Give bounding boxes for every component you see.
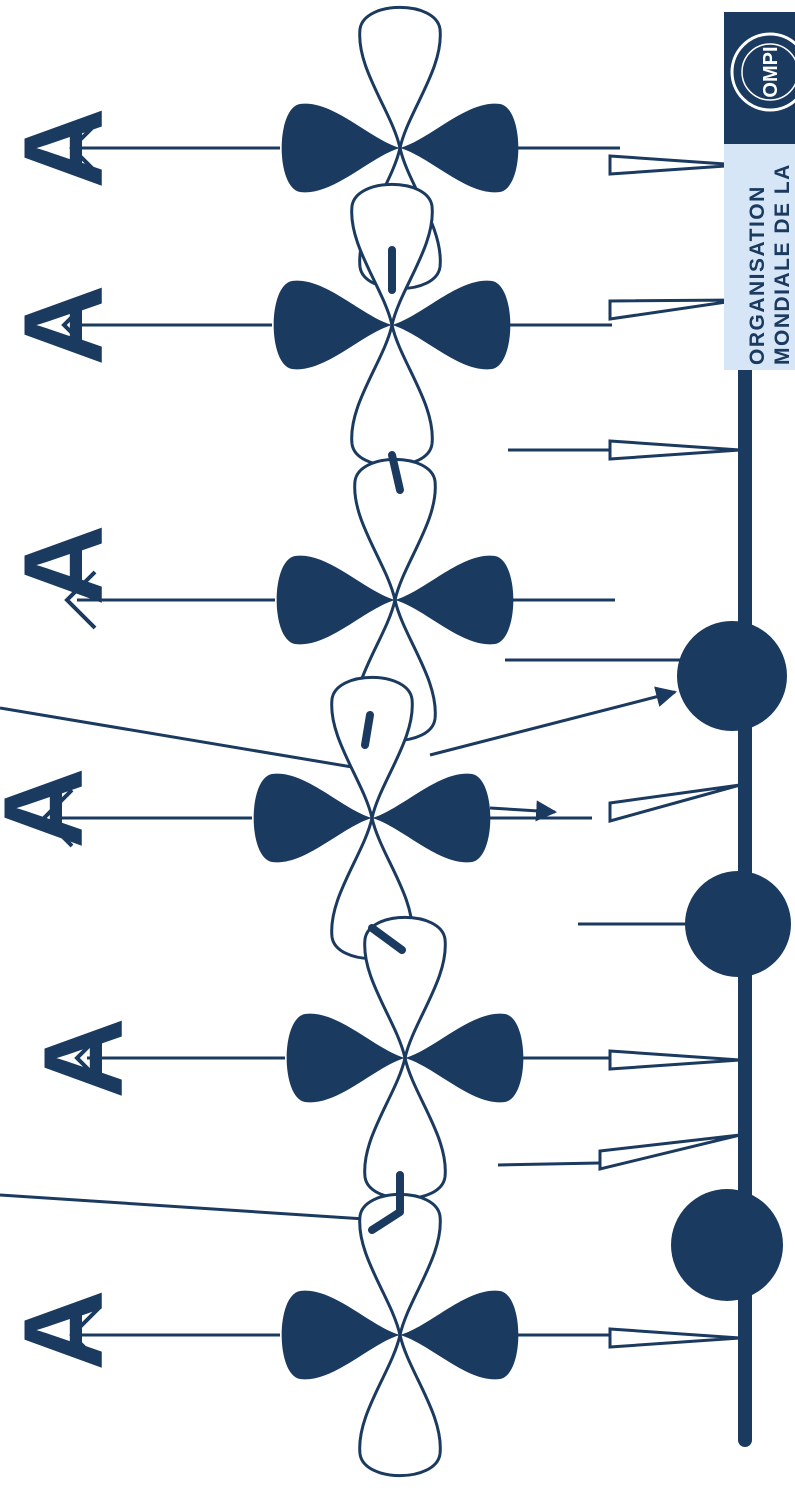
p-orbital-icon <box>64 457 615 743</box>
bond-tick <box>368 1208 404 1234</box>
organization-logo: OMPI ORGANISATION MONDIALE DE LA <box>724 12 795 370</box>
wedge-bond-icon <box>598 1133 741 1171</box>
wedge-bond-icon <box>608 783 741 823</box>
wedge-bond-icon <box>608 298 741 321</box>
orbital-label-a: A <box>1 108 126 189</box>
bond-tick <box>361 711 374 749</box>
wedge-bond-icon <box>608 1049 741 1071</box>
dot-node <box>685 871 791 977</box>
wedge-bond-icon <box>608 439 741 461</box>
logo-text-line1: ORGANISATION <box>746 185 769 365</box>
globe-seal-icon <box>730 32 795 112</box>
p-orbital-icon <box>61 182 612 468</box>
dot-node <box>677 621 787 731</box>
p-orbital-icon <box>69 5 620 291</box>
dot-node <box>671 1189 783 1301</box>
wedge-bond-icon <box>608 1327 741 1349</box>
diagonal-connector-line <box>0 1193 381 1222</box>
arrow-icon <box>429 686 678 757</box>
orbital-label-a: A <box>1 1290 126 1371</box>
orbital-label-a: A <box>0 768 106 849</box>
p-orbital-icon <box>69 1192 620 1478</box>
wedge-bond-icon <box>608 154 741 176</box>
connector-line <box>497 1161 601 1167</box>
p-orbital-icon <box>41 675 592 961</box>
diagonal-connector-line <box>0 706 371 772</box>
orbital-label-a: A <box>1 285 126 366</box>
orbital-label-a: A <box>21 1018 146 1099</box>
bond-tick <box>388 451 404 494</box>
bond-tick <box>368 924 406 954</box>
p-orbital-icon <box>74 915 625 1201</box>
orbital-label-a: A <box>1 525 126 606</box>
logo-mark-text: OMPI <box>760 46 782 97</box>
arrow-icon <box>489 800 558 822</box>
logo-text-line2: MONDIALE DE LA <box>771 163 794 365</box>
